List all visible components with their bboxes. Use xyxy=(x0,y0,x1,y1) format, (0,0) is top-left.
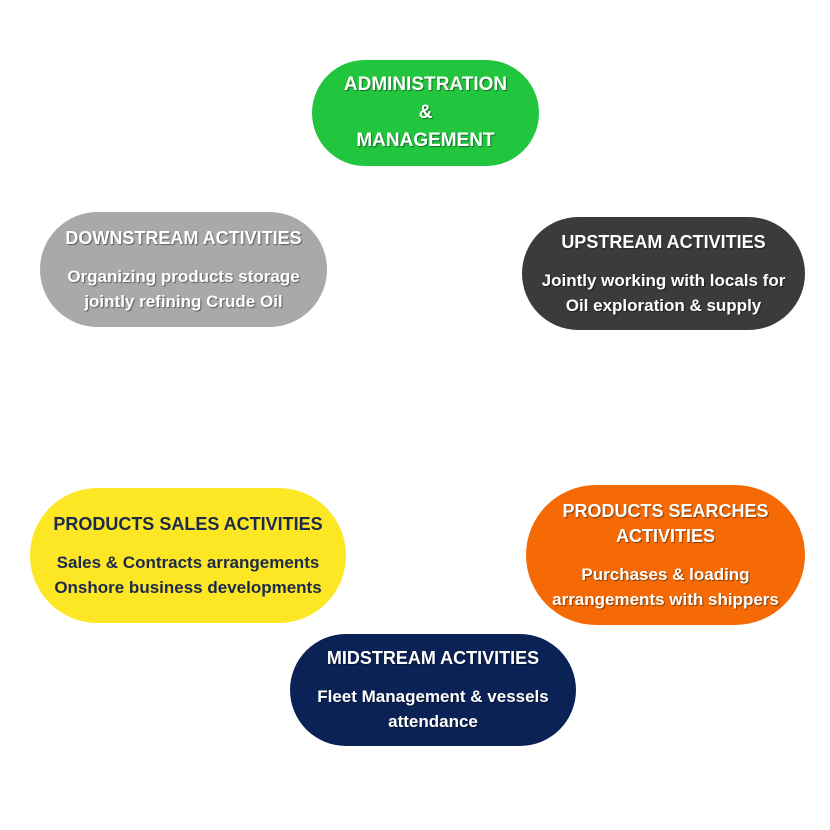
midstream-activities-node: MIDSTREAM ACTIVITIES Fleet Management & … xyxy=(290,634,576,746)
admin-title-line-1: ADMINISTRATION xyxy=(343,74,508,95)
searches-node-description: Purchases & loading arrangements with sh… xyxy=(552,562,779,612)
admin-management-node: ADMINISTRATION & MANAGEMENT xyxy=(312,60,539,166)
products-sales-activities-node: PRODUCTS SALES ACTIVITIES Sales & Contra… xyxy=(30,488,346,623)
upstream-desc-line-1: Jointly working with locals for xyxy=(541,270,786,290)
searches-desc-line-1: Purchases & loading xyxy=(581,564,750,584)
downstream-node-description: Organizing products storage jointly refi… xyxy=(67,264,299,314)
searches-node-title: PRODUCTS SEARCHES ACTIVITIES xyxy=(562,499,768,549)
downstream-desc-line-1: Organizing products storage xyxy=(67,266,300,286)
sales-node-title: PRODUCTS SALES ACTIVITIES xyxy=(53,513,323,534)
products-searches-activities-node: PRODUCTS SEARCHES ACTIVITIES Purchases &… xyxy=(526,485,805,625)
upstream-node-title: UPSTREAM ACTIVITIES xyxy=(561,231,766,252)
midstream-node-title: MIDSTREAM ACTIVITIES xyxy=(326,648,540,668)
downstream-desc-line-2: jointly refining Crude Oil xyxy=(84,291,283,311)
searches-title-line-1: PRODUCTS SEARCHES xyxy=(562,500,769,521)
midstream-node-description: Fleet Management & vessels attendance xyxy=(317,684,548,734)
admin-node-title: ADMINISTRATION & MANAGEMENT xyxy=(344,71,507,155)
searches-desc-line-2: arrangements with shippers xyxy=(552,589,779,609)
upstream-activities-node: UPSTREAM ACTIVITIES Jointly working with… xyxy=(522,217,805,330)
midstream-desc-line-2: attendance xyxy=(388,712,478,731)
admin-title-line-3: MANAGEMENT xyxy=(356,130,495,151)
admin-title-line-2: & xyxy=(418,102,433,123)
sales-node-description: Sales & Contracts arrangements Onshore b… xyxy=(54,550,321,600)
searches-title-line-2: ACTIVITIES xyxy=(615,525,715,546)
downstream-node-title: DOWNSTREAM ACTIVITIES xyxy=(65,227,302,248)
upstream-desc-line-2: Oil exploration & supply xyxy=(565,295,762,315)
midstream-desc-line-1: Fleet Management & vessels xyxy=(317,687,549,706)
upstream-node-description: Jointly working with locals for Oil expl… xyxy=(542,268,786,318)
downstream-activities-node: DOWNSTREAM ACTIVITIES Organizing product… xyxy=(40,212,327,327)
sales-desc-line-2: Onshore business developments xyxy=(54,577,322,597)
sales-desc-line-1: Sales & Contracts arrangements xyxy=(56,552,320,572)
